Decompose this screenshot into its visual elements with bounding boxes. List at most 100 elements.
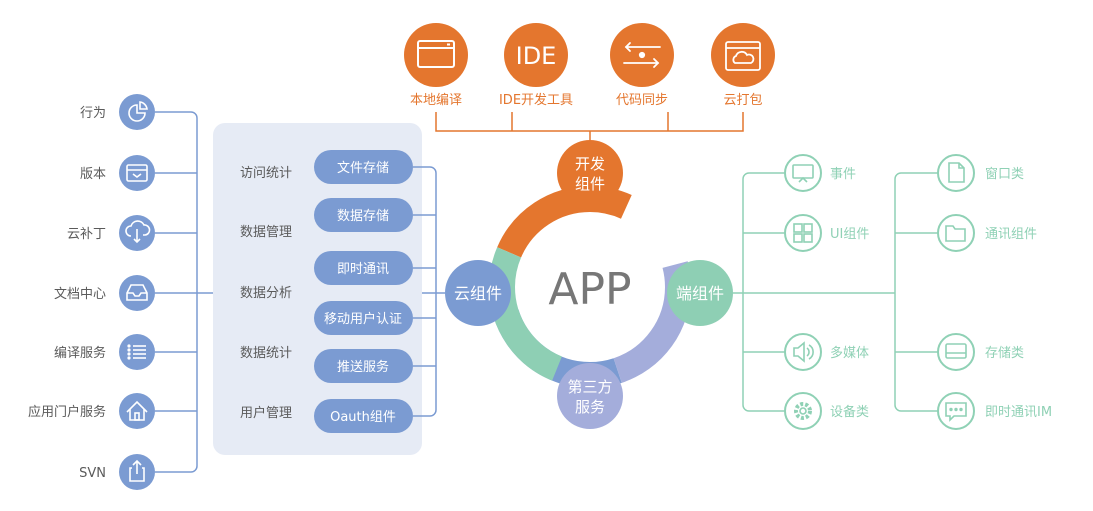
segment-terminal-circle (667, 260, 733, 326)
terminal-item-label: 即时通讯IM (985, 405, 1052, 420)
panel-label: 访问统计 (240, 166, 292, 181)
terminal-item-label: 设备类 (830, 404, 869, 420)
terminal-item[interactable]: 即时通讯IM (937, 392, 1052, 430)
segment-cloud-circle (445, 260, 511, 326)
tool-label: 本地编译 (410, 93, 462, 108)
left-item[interactable]: 编译服务 (54, 334, 155, 370)
segment-terminal-label: 端组件 (676, 284, 724, 303)
left-item-label: SVN (79, 466, 106, 481)
left-item-label: 行为 (80, 106, 106, 121)
left-item[interactable]: 云补丁 (67, 215, 155, 251)
segment-dev-label-1: 开发 (575, 155, 605, 173)
window-icon (417, 40, 455, 68)
top-tools-group: 本地编译 IDE IDE开发工具 代码同步 (404, 23, 775, 150)
sync-arrows-icon (623, 42, 661, 68)
pill-label: 推送服务 (337, 359, 389, 375)
left-item[interactable]: 文档中心 (54, 275, 155, 311)
pill-item[interactable]: 移动用户认证 (314, 301, 413, 335)
home-icon-bg (119, 393, 155, 429)
left-item-label: 云补丁 (67, 227, 106, 242)
segment-terminal[interactable]: 端组件 (667, 260, 733, 326)
left-item-label: 版本 (80, 167, 106, 182)
tool-label: 云打包 (723, 93, 762, 108)
chat-icon (945, 402, 967, 422)
list-icon-bg (119, 334, 155, 370)
terminal-item[interactable]: UI组件 (784, 214, 869, 252)
tool-label: 代码同步 (616, 93, 668, 108)
home-icon (126, 400, 148, 421)
left-item-label: 应用门户服务 (28, 404, 106, 420)
folder-icon (945, 225, 966, 242)
share-icon (129, 459, 145, 482)
segment-dev[interactable]: 开发 组件 (557, 140, 623, 206)
pill-connector (413, 166, 437, 417)
left-item-label: 编译服务 (54, 345, 106, 361)
terminal-left-items: 事件 UI组件 多媒体 (784, 154, 869, 430)
cloud-package-icon-circle (711, 23, 775, 87)
pill-item[interactable]: 推送服务 (314, 349, 413, 383)
terminal-item-label: 通讯组件 (985, 227, 1037, 242)
terminal-item-label: 事件 (830, 167, 856, 182)
version-box-icon-bg (119, 155, 155, 191)
segment-dev-circle (557, 140, 623, 206)
left-item-label: 文档中心 (54, 287, 106, 302)
terminal-item[interactable]: 设备类 (784, 392, 869, 430)
speaker-icon (793, 341, 814, 363)
tool-code-sync[interactable]: 代码同步 (610, 23, 674, 108)
left-item[interactable]: 应用门户服务 (28, 393, 155, 429)
segment-cloud[interactable]: 云组件 (445, 260, 511, 326)
gear-icon (794, 402, 812, 420)
cloud-pills: 文件存储 数据存储 即时通讯 移动用户认证 推送服务 Oauth组件 (314, 150, 413, 433)
terminal-item[interactable]: 通讯组件 (937, 214, 1037, 252)
center-title: APP (548, 264, 631, 315)
terminal-item[interactable]: 事件 (784, 154, 856, 192)
pill-item[interactable]: 文件存储 (314, 150, 413, 184)
panel-label: 数据管理 (240, 225, 292, 240)
terminal-left-connector (742, 172, 785, 412)
segment-third-party-label-1: 第三方 (567, 378, 612, 396)
pill-label: Oauth组件 (330, 410, 396, 425)
panel-label: 用户管理 (240, 405, 292, 421)
panel-label: 数据统计 (240, 346, 292, 361)
drive-icon (945, 343, 967, 359)
left-item[interactable]: 版本 (80, 155, 155, 191)
grid-icon (793, 223, 813, 243)
segment-third-party[interactable]: 第三方 服务 (557, 363, 623, 429)
screen-icon (792, 164, 814, 183)
pill-item[interactable]: Oauth组件 (314, 399, 413, 433)
left-items: 行为 版本 云补丁 (28, 94, 155, 490)
panel-label: 数据分析 (240, 286, 292, 301)
pill-label: 文件存储 (337, 161, 389, 176)
tool-local-compile[interactable]: 本地编译 (404, 23, 468, 108)
segment-cloud-label: 云组件 (454, 284, 502, 303)
terminal-right-items: 窗口类 通讯组件 存储类 (937, 154, 1052, 430)
window-icon-circle (404, 23, 468, 87)
list-icon (127, 344, 146, 360)
tool-ide[interactable]: IDE IDE开发工具 (499, 23, 573, 108)
pill-item[interactable]: 即时通讯 (314, 251, 413, 285)
terminal-item-label: UI组件 (830, 227, 869, 242)
center-core (516, 213, 664, 361)
left-item[interactable]: SVN (79, 454, 155, 490)
pill-item[interactable]: 数据存储 (314, 198, 413, 232)
terminal-item[interactable]: 存储类 (937, 333, 1024, 371)
left-item[interactable]: 行为 (80, 94, 155, 130)
cloud-package-icon (725, 41, 761, 71)
left-list-connector (155, 111, 213, 473)
terminal-item-label: 窗口类 (985, 166, 1024, 182)
pill-label: 即时通讯 (337, 262, 389, 277)
cloud-download-icon (125, 220, 151, 244)
top-tools-connector (435, 112, 744, 150)
segment-third-party-label-2: 服务 (575, 398, 605, 416)
ide-icon-circle (504, 23, 568, 87)
tool-cloud-package[interactable]: 云打包 (711, 23, 775, 108)
inbox-icon (126, 284, 148, 301)
terminal-item-label: 多媒体 (830, 345, 869, 361)
tool-label: IDE开发工具 (499, 92, 573, 108)
pie-chart-icon (128, 101, 148, 122)
segment-dev-label-2: 组件 (575, 175, 605, 193)
terminal-item[interactable]: 窗口类 (937, 154, 1024, 192)
terminal-item[interactable]: 多媒体 (784, 333, 869, 371)
ide-icon: IDE (516, 42, 557, 70)
